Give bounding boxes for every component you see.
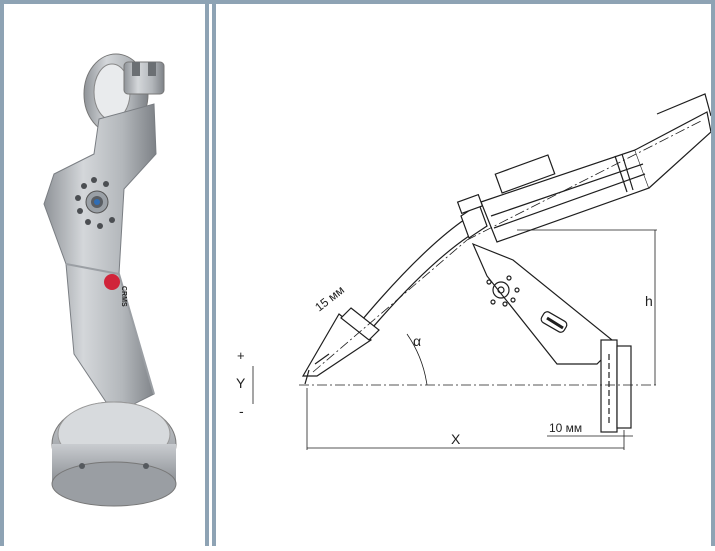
contact-nozzle <box>301 307 380 385</box>
plate-offset-label: 10 мм <box>549 421 582 435</box>
right-frame-border <box>711 0 715 546</box>
y-plus-label: + <box>237 348 245 363</box>
middle-frame-border-a <box>205 0 209 546</box>
swan-neck-tube <box>356 193 488 335</box>
height-h-label: h <box>645 293 653 309</box>
center-bolt <box>85 190 109 214</box>
adjustment-hole-pattern <box>75 177 115 229</box>
nozzle-length-label: 15 мм <box>312 283 347 314</box>
torch-axis-line <box>312 239 468 373</box>
middle-frame-border-b <box>212 0 216 546</box>
angle-alpha-label: α <box>413 333 421 349</box>
handle-axis-line <box>466 119 704 241</box>
mounting-plate <box>600 339 632 433</box>
brand-logo: CRMS <box>104 274 127 307</box>
torch-mount-photo: CRMS <box>43 53 177 507</box>
product-photo-panel: CRMS <box>4 4 203 546</box>
alpha-arc <box>406 333 428 386</box>
mount-arm-body <box>43 103 157 415</box>
y-offset-label: Y <box>236 375 246 391</box>
mounting-disc <box>51 401 177 507</box>
top-frame-band <box>0 0 715 4</box>
y-minus-label: - <box>239 403 244 419</box>
technical-drawing-panel: 15 мм α h + Y - X 10 мм <box>217 4 712 546</box>
torch-geometry-diagram: 15 мм α h + Y - X 10 мм <box>236 93 712 450</box>
torch-handle <box>480 93 712 243</box>
left-frame-border <box>0 0 4 546</box>
mount-bracket <box>471 242 618 365</box>
x-distance-label: X <box>451 431 461 447</box>
svg-text:CRMS: CRMS <box>120 286 127 307</box>
